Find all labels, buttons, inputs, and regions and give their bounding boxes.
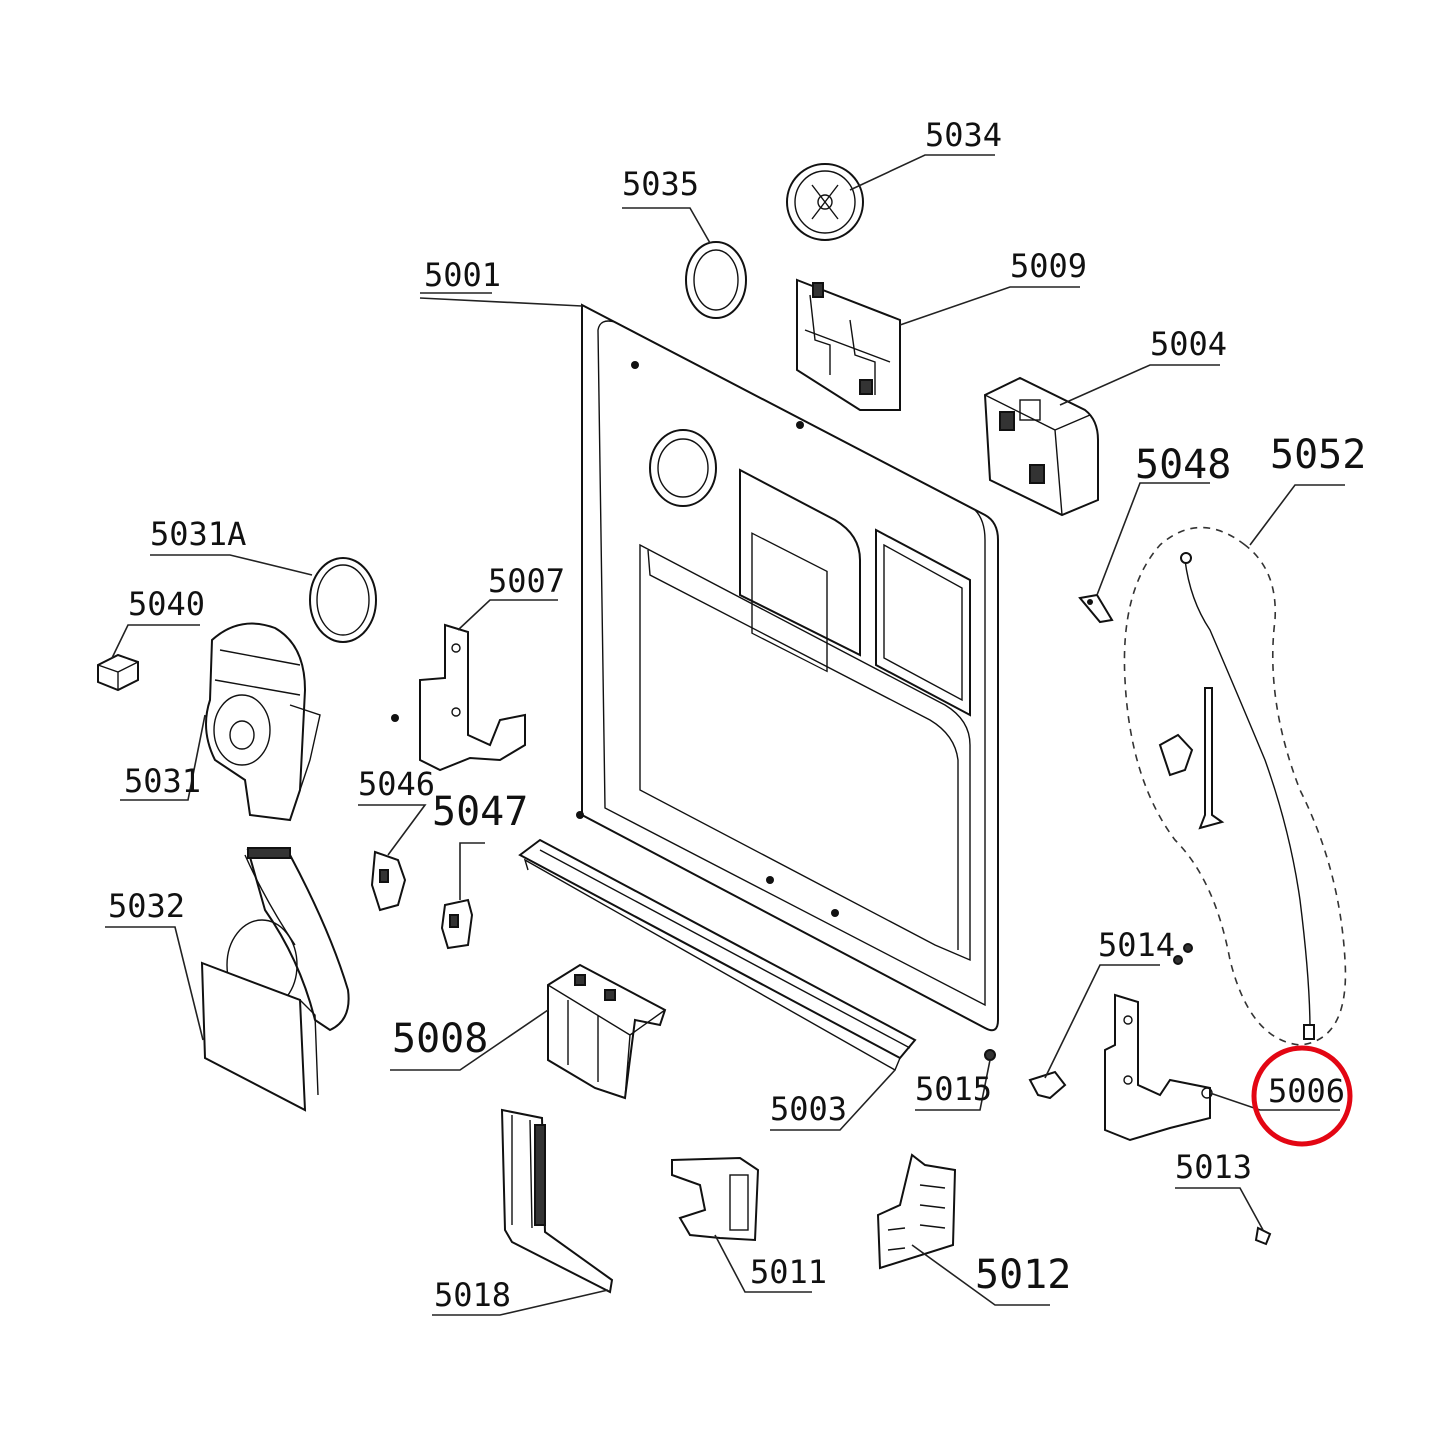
part-5015-screw[interactable] <box>984 1049 996 1061</box>
leader-5052 <box>1249 484 1345 546</box>
part-5014-catch[interactable] <box>1028 943 1193 1100</box>
label-5006: 5006 <box>1268 1072 1345 1110</box>
leader-5048 <box>1096 482 1210 596</box>
leader-5046 <box>358 804 427 856</box>
part-5003-trim[interactable] <box>518 838 917 1071</box>
label-5015: 5015 <box>915 1070 992 1108</box>
label-5047: 5047 <box>432 789 528 835</box>
part-5047-clip[interactable] <box>440 898 474 950</box>
label-5046: 5046 <box>358 765 435 803</box>
label-5011: 5011 <box>750 1253 827 1291</box>
leader-5031A <box>150 554 313 576</box>
part-5006-bracket[interactable] <box>1104 993 1213 1142</box>
leader-5012 <box>911 1244 1050 1306</box>
leader-5006 <box>1209 1092 1340 1111</box>
label-5031: 5031 <box>124 762 201 800</box>
leader-5032 <box>105 926 204 1041</box>
label-5048: 5048 <box>1135 442 1231 488</box>
leader-5001 <box>419 297 583 307</box>
part-5001-inner-door[interactable] <box>576 303 999 1032</box>
label-5007: 5007 <box>488 562 565 600</box>
part-5052-cable-kit[interactable] <box>1123 526 1347 1046</box>
leader-5009 <box>899 286 1080 326</box>
label-5035: 5035 <box>622 165 699 203</box>
leader-5003 <box>770 1069 896 1131</box>
leader-5035 <box>622 207 711 244</box>
part-5004-module[interactable] <box>983 376 1099 517</box>
highlight-circle-5006 <box>1251 1045 1353 1147</box>
leader-5008 <box>390 1009 549 1071</box>
leader-5018 <box>432 1289 609 1316</box>
label-5018: 5018 <box>434 1276 511 1314</box>
label-5013: 5013 <box>1175 1148 1252 1186</box>
part-5009-dispenser[interactable] <box>796 278 901 411</box>
part-5018-hinge[interactable] <box>500 1108 614 1294</box>
part-5011-clip[interactable] <box>671 1156 760 1242</box>
label-5034: 5034 <box>925 116 1002 154</box>
part-5008-handle[interactable] <box>547 963 667 1100</box>
label-5014: 5014 <box>1098 926 1175 964</box>
leader-5014 <box>1044 964 1160 1079</box>
part-5040-connector[interactable] <box>97 653 139 692</box>
part-5032-duct[interactable] <box>200 847 350 1112</box>
label-5031A: 5031A <box>150 515 246 553</box>
leader-5013 <box>1175 1187 1264 1231</box>
part-5048-clip[interactable] <box>1078 593 1114 624</box>
leader-5034 <box>849 154 995 191</box>
label-5009: 5009 <box>1010 247 1087 285</box>
label-5032: 5032 <box>108 887 185 925</box>
leader-5007 <box>457 599 558 631</box>
part-5031A-ring[interactable] <box>309 557 377 643</box>
part-5013-screw[interactable] <box>1254 1226 1272 1246</box>
label-5052: 5052 <box>1270 432 1366 478</box>
part-5007-bracket[interactable] <box>391 623 526 772</box>
leader-5004 <box>1059 364 1220 406</box>
label-5012: 5012 <box>975 1252 1071 1298</box>
part-5012-label-plate[interactable] <box>876 1153 957 1270</box>
leader-5040 <box>111 624 200 659</box>
label-5040: 5040 <box>128 585 205 623</box>
leader-5047 <box>459 842 485 900</box>
leader-5031 <box>120 714 206 801</box>
label-5003: 5003 <box>770 1090 847 1128</box>
part-5035-ring[interactable] <box>685 241 747 319</box>
part-5034-cap[interactable] <box>786 163 864 241</box>
label-5004: 5004 <box>1150 325 1227 363</box>
label-5001: 5001 <box>424 256 501 294</box>
label-5008: 5008 <box>392 1016 488 1062</box>
leader-5011 <box>714 1234 812 1293</box>
leader-5015 <box>915 1059 991 1111</box>
part-5046-clip[interactable] <box>370 850 407 912</box>
part-5031-fan[interactable] <box>205 622 321 822</box>
